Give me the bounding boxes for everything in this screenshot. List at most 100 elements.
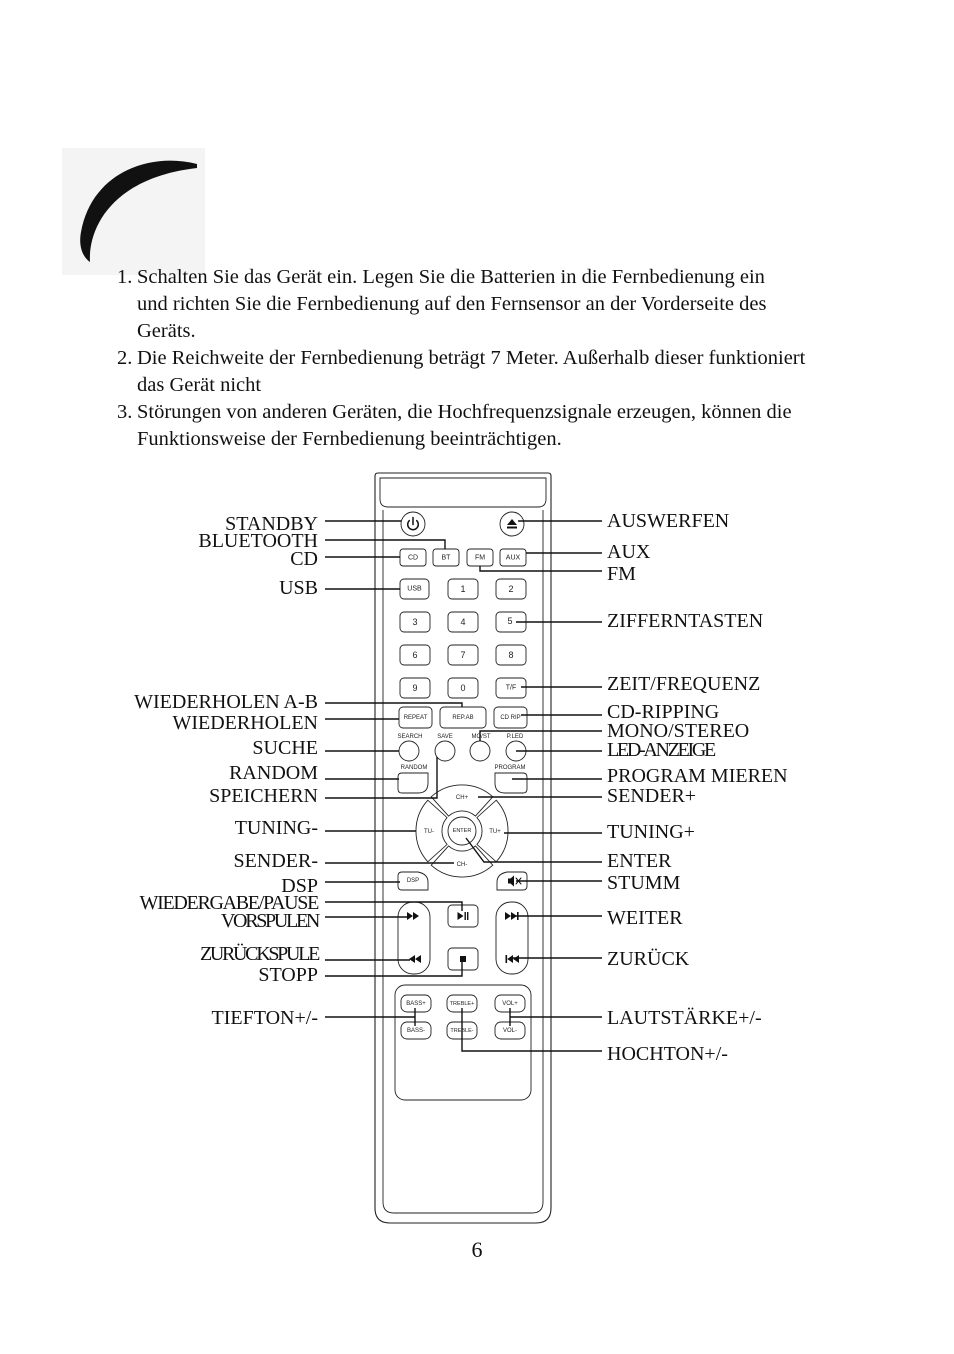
label-tuning-down: TUNING- xyxy=(234,817,318,839)
repeat-button: REPEAT xyxy=(398,706,433,729)
leader-bass xyxy=(325,1008,416,1026)
chapter-arc-mark xyxy=(62,148,205,275)
instruction-item: 3. Störungen von anderen Geräten, die Ho… xyxy=(117,399,805,453)
power-icon xyxy=(406,516,420,531)
leader-repeat-ab xyxy=(325,702,463,707)
label-standby: STANDBY xyxy=(225,513,318,535)
eject-icon xyxy=(507,519,517,529)
save-label: SAVE xyxy=(437,734,453,740)
leader-lines xyxy=(325,520,602,1052)
fm-button-label: FM xyxy=(475,555,485,562)
label-usb: USB xyxy=(279,577,318,599)
remote-inner-outline xyxy=(382,510,544,1214)
leader-treble xyxy=(461,1008,602,1052)
volume-down-button: VOL- xyxy=(494,1021,526,1040)
aux-button: AUX xyxy=(499,548,527,567)
digit-label: 8 xyxy=(508,650,513,660)
treble-up-label: TREBLE+ xyxy=(450,1001,475,1007)
digit-label: 5 xyxy=(507,616,512,626)
stop-icon xyxy=(460,956,466,962)
label-time-frequency: ZEIT/FREQUENZ xyxy=(607,673,761,695)
digit-label: 7 xyxy=(460,650,465,660)
fast-forward-icon xyxy=(407,912,419,920)
instruction-number: 3. xyxy=(117,401,133,423)
digit-9-button: 9 xyxy=(399,677,431,699)
label-search: SUCHE xyxy=(252,737,318,759)
leader-save xyxy=(325,757,438,799)
mono-stereo-button xyxy=(469,740,491,762)
leader-play-pause xyxy=(325,901,463,911)
digit-label: 0 xyxy=(460,683,465,693)
instruction-item: 1. Schalten Sie das Gerät ein. Legen Sie… xyxy=(117,264,805,345)
cd-button: CD xyxy=(399,548,427,567)
digit-8-button: 8 xyxy=(495,644,527,666)
instruction-line: und richten Sie die Fernbedienung auf de… xyxy=(137,293,767,315)
label-fast-forward: VORSPULEN xyxy=(220,910,320,932)
time-frequency-button: T/F xyxy=(495,677,527,699)
enter-label: ENTER xyxy=(453,828,472,834)
rewind-icon xyxy=(409,955,421,963)
page-number: 6 xyxy=(471,1237,483,1262)
time-frequency-label: T/F xyxy=(506,685,517,692)
label-tuning-up: TUNING+ xyxy=(607,821,695,843)
tuning-down-button xyxy=(415,799,448,863)
label-rewind: ZURÜCKSPULE xyxy=(199,943,320,965)
mono-stereo-label: MO/ST xyxy=(472,734,491,740)
label-treble: HOCHTON+/- xyxy=(607,1043,728,1065)
digit-2-button: 2 xyxy=(495,578,527,600)
repeat-ab-button-label: REP.AB xyxy=(452,715,473,721)
leader-bluetooth xyxy=(325,539,446,549)
digit-6-button: 6 xyxy=(399,644,431,666)
dsp-button: DSP xyxy=(397,871,429,891)
tuning-up-label: TU+ xyxy=(489,829,501,835)
label-volume: LAUTSTÄRKE+/- xyxy=(607,1007,762,1029)
digit-7-button: 7 xyxy=(447,644,479,666)
label-cd-ripping: CD-RIPPING xyxy=(607,701,720,723)
label-mute: STUMM xyxy=(607,872,681,894)
label-cd: CD xyxy=(290,548,318,570)
label-digits: ZIFFERNTASTEN xyxy=(607,610,764,632)
dsp-button-label: DSP xyxy=(407,878,419,884)
instruction-item: 2. Die Reichweite der Fernbedienung betr… xyxy=(117,345,805,399)
digit-label: 6 xyxy=(412,650,417,660)
usb-button: USB xyxy=(399,578,430,600)
label-channel-down: SENDER- xyxy=(233,850,318,872)
digit-label: 1 xyxy=(460,584,465,594)
label-bass: TIEFTON+/- xyxy=(211,1007,318,1029)
stop-button xyxy=(447,947,479,971)
aux-button-label: AUX xyxy=(506,555,521,562)
label-enter: ENTER xyxy=(607,850,672,872)
next-previous-rocker xyxy=(495,901,529,975)
instruction-line: Störungen von anderen Geräten, die Hochf… xyxy=(137,401,792,423)
bass-down-button: BASS- xyxy=(400,1021,432,1040)
search-label: SEARCH xyxy=(397,734,422,740)
digit-0-button: 0 xyxy=(447,677,479,699)
digit-3-button: 3 xyxy=(399,611,431,633)
label-dsp: DSP xyxy=(281,875,318,897)
bt-button: BT xyxy=(432,548,460,567)
leader-mono-stereo xyxy=(479,730,602,741)
digit-4-button: 4 xyxy=(447,611,479,633)
instruction-line: Schalten Sie das Gerät ein. Legen Sie di… xyxy=(137,266,765,288)
eject-button xyxy=(499,511,525,537)
leader-volume xyxy=(509,1008,602,1026)
digit-1-button: 1 xyxy=(447,578,479,600)
label-random: RANDOM xyxy=(229,762,318,784)
tone-panel xyxy=(394,984,532,1101)
instruction-line: das Gerät nicht xyxy=(137,374,262,396)
label-next: WEITER xyxy=(607,907,683,929)
remote-control: CD BT FM AUX USB 1 xyxy=(374,472,552,1224)
fm-button: FM xyxy=(466,548,494,567)
bass-up-button: BASS+ xyxy=(400,994,432,1013)
instruction-line: Die Reichweite der Fernbedienung beträgt… xyxy=(137,347,806,369)
label-led: LED-ANZEIGE xyxy=(607,739,716,761)
label-fm: FM xyxy=(607,563,636,585)
forward-rewind-rocker xyxy=(397,901,431,975)
instructions-list: 1. Schalten Sie das Gerät ein. Legen Sie… xyxy=(117,264,805,453)
program-label: PROGRAM xyxy=(494,765,525,771)
label-bluetooth: BLUETOOTH xyxy=(198,530,318,552)
bt-button-label: BT xyxy=(442,555,452,562)
enter-button xyxy=(447,816,477,846)
